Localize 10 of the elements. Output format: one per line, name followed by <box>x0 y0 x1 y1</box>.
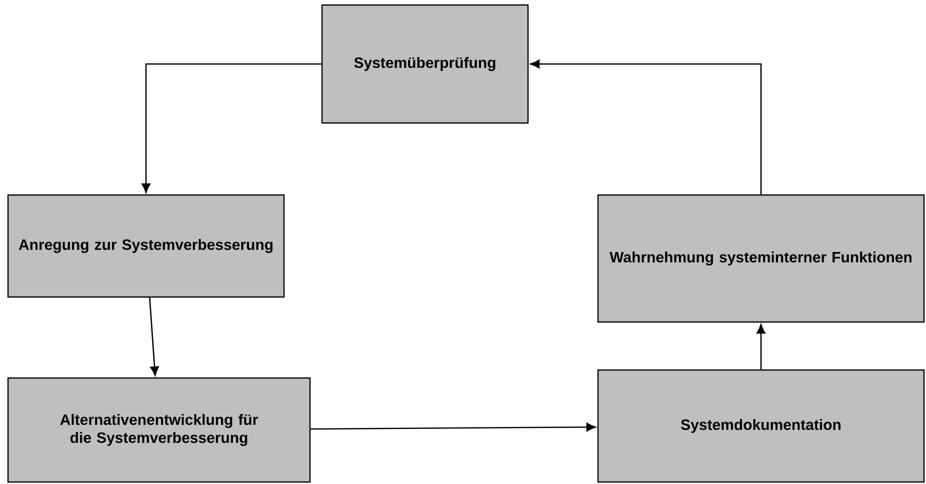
arrow <box>756 324 766 370</box>
arrow <box>149 298 159 376</box>
arrow <box>142 63 322 193</box>
process-box: Anregung zur Systemverbesserung <box>7 194 285 298</box>
process-box: Wahrnehmung systeminterner Funktionen <box>597 194 925 323</box>
process-box: Systemüberprüfung <box>321 4 529 124</box>
process-box: Systemdokumentation <box>597 369 925 483</box>
process-box: Alternativenentwicklung für die Systemverbesserung <box>7 377 311 483</box>
arrow <box>310 422 596 432</box>
arrow <box>530 60 762 194</box>
